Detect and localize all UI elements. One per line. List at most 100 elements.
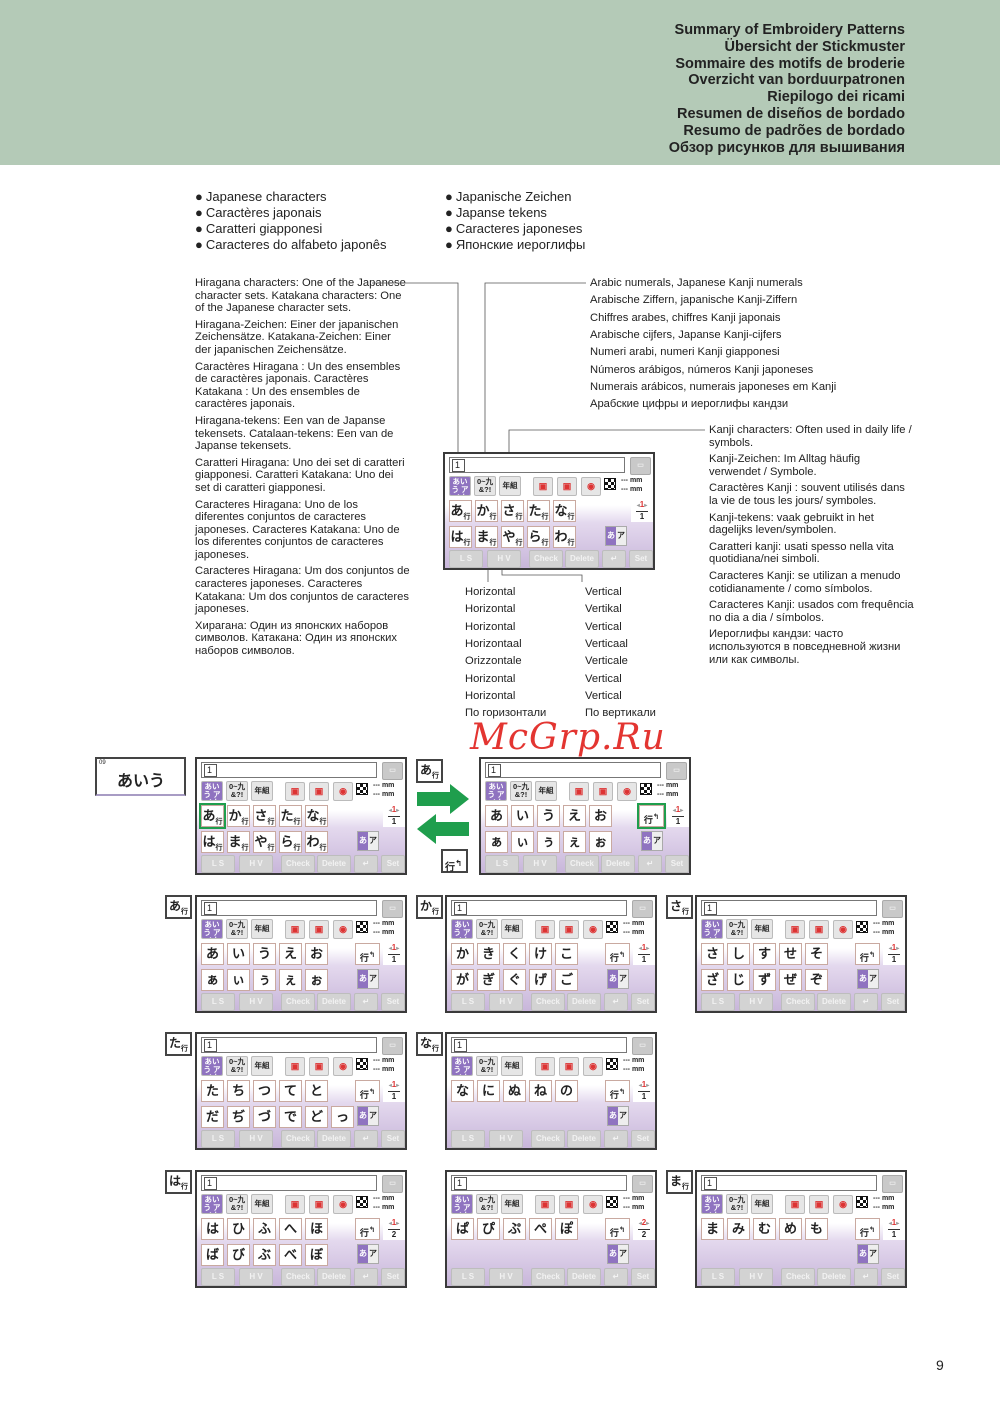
character-key[interactable]: ふ (253, 1218, 276, 1240)
check-button[interactable]: Check (281, 1130, 315, 1148)
character-key[interactable]: さ行 (501, 500, 524, 522)
row-select-button[interactable]: 行↰ (605, 1218, 630, 1240)
frame-medium-icon[interactable]: ▣ (809, 1195, 829, 1214)
set-button[interactable]: Set (381, 855, 405, 873)
hv-button[interactable]: H V (489, 1268, 523, 1286)
set-button[interactable]: Set (631, 1268, 655, 1286)
character-key[interactable]: か行 (227, 805, 250, 827)
mode-kanji-button[interactable]: 年組 (535, 781, 557, 801)
check-button[interactable]: Check (781, 993, 815, 1011)
text-input-field[interactable]: 1 (201, 1175, 377, 1191)
check-button[interactable]: Check (565, 855, 599, 873)
machine-icon[interactable]: ▭ (632, 1175, 653, 1193)
character-key[interactable]: さ行 (253, 805, 276, 827)
character-key[interactable]: ざ (701, 969, 724, 991)
character-key[interactable]: て (279, 1080, 302, 1102)
character-key[interactable]: め (779, 1218, 802, 1240)
hiragana-option[interactable]: あ (858, 970, 868, 988)
character-key[interactable]: さ (701, 943, 724, 965)
katakana-option[interactable]: ア (868, 970, 878, 988)
character-key[interactable]: へ (279, 1218, 302, 1240)
ls-button[interactable]: L S (201, 1130, 235, 1148)
katakana-option[interactable]: ア (368, 1245, 378, 1263)
text-input-field[interactable]: 1 (201, 900, 377, 916)
frame-medium-icon[interactable]: ▣ (309, 782, 329, 801)
character-key[interactable]: や行 (253, 831, 276, 853)
character-key[interactable]: も (805, 1218, 828, 1240)
set-button[interactable]: Set (631, 993, 655, 1011)
hv-button[interactable]: H V (489, 1130, 523, 1148)
kana-toggle[interactable]: あア (357, 969, 379, 989)
row-select-button[interactable]: 行↰ (355, 1080, 380, 1102)
character-key[interactable]: そ (805, 943, 828, 965)
row-select-button[interactable]: 行↰ (637, 803, 666, 829)
prev-page-icon[interactable]: ◂ (636, 503, 640, 509)
check-button[interactable]: Check (531, 1130, 565, 1148)
row-select-button[interactable]: 行↰ (355, 1218, 380, 1240)
character-key[interactable]: ぎ (477, 969, 500, 991)
text-input-field[interactable]: 1 (485, 762, 661, 778)
enter-button[interactable]: ↵ (354, 855, 378, 873)
machine-icon[interactable]: ▭ (630, 457, 651, 475)
set-button[interactable]: Set (881, 1268, 905, 1286)
text-input-field[interactable]: 1 (701, 1175, 877, 1191)
katakana-option[interactable]: ア (616, 527, 626, 545)
character-key[interactable]: ね (529, 1080, 552, 1102)
frame-small-icon[interactable]: ▣ (285, 1195, 305, 1214)
character-key[interactable]: ぉ (305, 969, 328, 991)
character-key[interactable]: で (279, 1106, 302, 1128)
kana-toggle[interactable]: あア (607, 1244, 629, 1264)
ls-button[interactable]: L S (201, 1268, 235, 1286)
hiragana-option[interactable]: あ (358, 1107, 368, 1125)
check-button[interactable]: Check (281, 1268, 315, 1286)
katakana-option[interactable]: ア (618, 970, 628, 988)
character-key[interactable]: か (451, 943, 474, 965)
hoop-icon[interactable]: ◉ (833, 920, 853, 939)
character-key[interactable]: な (451, 1080, 474, 1102)
frame-medium-icon[interactable]: ▣ (309, 1195, 329, 1214)
frame-medium-icon[interactable]: ▣ (559, 1195, 579, 1214)
character-key[interactable]: あ (201, 943, 224, 965)
text-input-field[interactable]: 1 (449, 457, 625, 473)
character-key[interactable]: ま (701, 1218, 724, 1240)
character-key[interactable]: た行 (527, 500, 550, 522)
kana-toggle[interactable]: あア (605, 526, 627, 546)
hoop-icon[interactable]: ◉ (333, 920, 353, 939)
check-button[interactable]: Check (531, 993, 565, 1011)
character-key[interactable]: ぬ (503, 1080, 526, 1102)
frame-small-icon[interactable]: ▣ (535, 920, 555, 939)
ls-button[interactable]: L S (201, 993, 235, 1011)
hv-button[interactable]: H V (239, 855, 273, 873)
frame-medium-icon[interactable]: ▣ (559, 1057, 579, 1076)
machine-icon[interactable]: ▭ (632, 1037, 653, 1055)
character-key[interactable]: げ (529, 969, 552, 991)
character-key[interactable]: ぃ (511, 831, 534, 853)
ls-button[interactable]: L S (451, 1130, 485, 1148)
frame-small-icon[interactable]: ▣ (569, 782, 589, 801)
character-key[interactable]: う (537, 805, 560, 827)
kana-toggle[interactable]: あア (857, 1244, 879, 1264)
hiragana-option[interactable]: あ (608, 1107, 618, 1125)
next-page-icon[interactable]: ▸ (396, 946, 400, 952)
character-key[interactable]: ぐ (503, 969, 526, 991)
character-key[interactable]: ぃ (227, 969, 250, 991)
kana-toggle[interactable]: あア (857, 969, 879, 989)
mode-kanji-button[interactable]: 年組 (251, 781, 273, 801)
character-key[interactable]: お (305, 943, 328, 965)
character-key[interactable]: っ (331, 1106, 354, 1128)
character-key[interactable]: ず (753, 969, 776, 991)
character-key[interactable]: す (753, 943, 776, 965)
machine-icon[interactable]: ▭ (632, 900, 653, 918)
prev-page-icon[interactable]: ◂ (638, 1221, 642, 1227)
frame-medium-icon[interactable]: ▣ (809, 920, 829, 939)
character-key[interactable]: ぢ (227, 1106, 250, 1128)
mode-numerals-button[interactable]: 0~九 &?! (726, 1194, 748, 1214)
character-key[interactable]: せ (779, 943, 802, 965)
enter-button[interactable]: ↵ (854, 1268, 878, 1286)
delete-button[interactable]: Delete (567, 993, 601, 1011)
frame-small-icon[interactable]: ▣ (535, 1057, 555, 1076)
mode-kanji-button[interactable]: 年組 (501, 919, 523, 939)
machine-icon[interactable]: ▭ (382, 900, 403, 918)
delete-button[interactable]: Delete (817, 993, 851, 1011)
next-page-icon[interactable]: ▸ (396, 1221, 400, 1227)
